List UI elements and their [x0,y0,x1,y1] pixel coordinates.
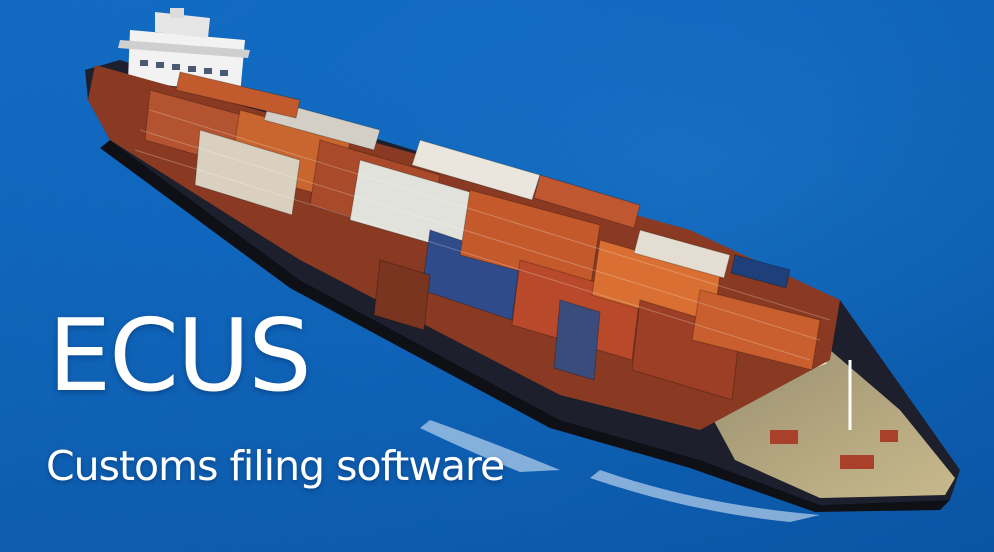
page-subtitle: Customs filing software [46,442,505,490]
container-stacks [88,65,840,430]
deck-machinery [770,430,898,469]
page-title: ECUS [48,297,312,414]
bridge [118,8,250,95]
